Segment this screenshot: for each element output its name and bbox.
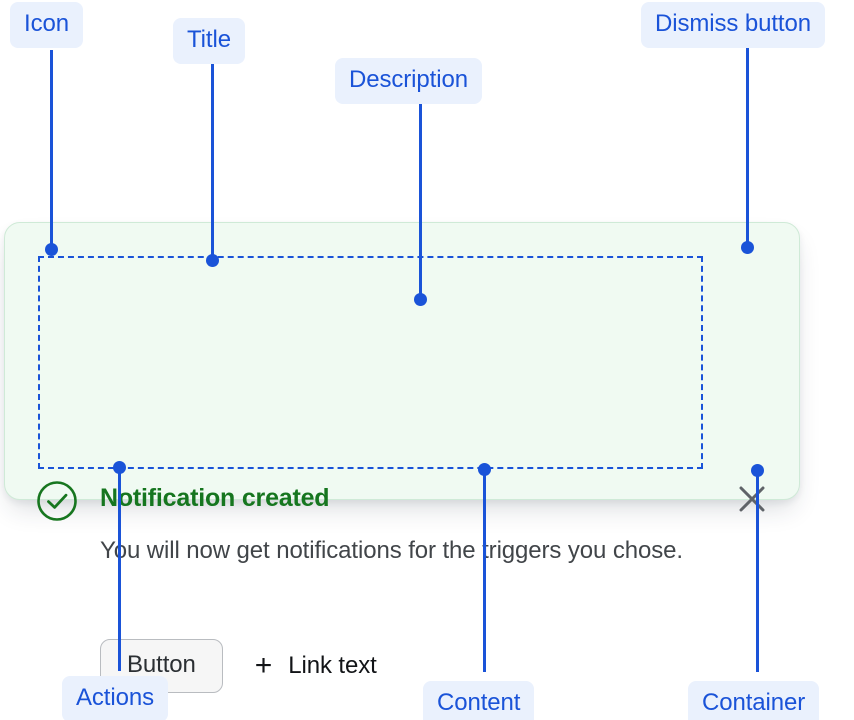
leader-line-icon — [50, 50, 53, 250]
callout-description-label: Description — [349, 66, 468, 93]
notification-container: Notification created You will now get no… — [4, 222, 800, 693]
callout-content: Content — [423, 681, 535, 720]
callout-actions: Actions — [62, 676, 169, 720]
notification-title: Notification created — [100, 484, 330, 512]
content-region-outline — [38, 256, 703, 469]
callout-title-label: Title — [187, 26, 231, 53]
leader-line-title — [211, 64, 214, 260]
success-check-circle-icon — [37, 481, 77, 521]
notification-description: You will now get notifications for the t… — [100, 537, 683, 564]
callout-icon-label: Icon — [24, 10, 69, 37]
leader-line-content — [483, 469, 486, 672]
leader-line-actions — [118, 467, 121, 671]
leader-dot-dismiss-button — [741, 241, 754, 254]
callout-title: Title — [173, 18, 245, 64]
callout-content-label: Content — [437, 689, 521, 716]
callout-dismiss-button: Dismiss button — [641, 2, 825, 48]
add-link-action[interactable]: + Link text — [255, 651, 377, 681]
plus-icon: + — [254, 649, 273, 682]
callout-description: Description — [335, 58, 482, 104]
callout-dismiss-button-label: Dismiss button — [655, 10, 811, 37]
leader-dot-description — [414, 293, 427, 306]
close-icon[interactable] — [735, 482, 769, 516]
callout-container-label: Container — [702, 689, 806, 716]
leader-line-container — [756, 470, 759, 672]
leader-line-description — [419, 104, 422, 299]
leader-line-dismiss-button — [746, 48, 749, 246]
callout-container: Container — [688, 681, 820, 720]
callout-actions-label: Actions — [76, 684, 155, 711]
callout-icon: Icon — [10, 2, 83, 48]
leader-dot-title — [206, 254, 219, 267]
leader-dot-icon — [45, 243, 58, 256]
link-action-label: Link text — [288, 652, 377, 679]
